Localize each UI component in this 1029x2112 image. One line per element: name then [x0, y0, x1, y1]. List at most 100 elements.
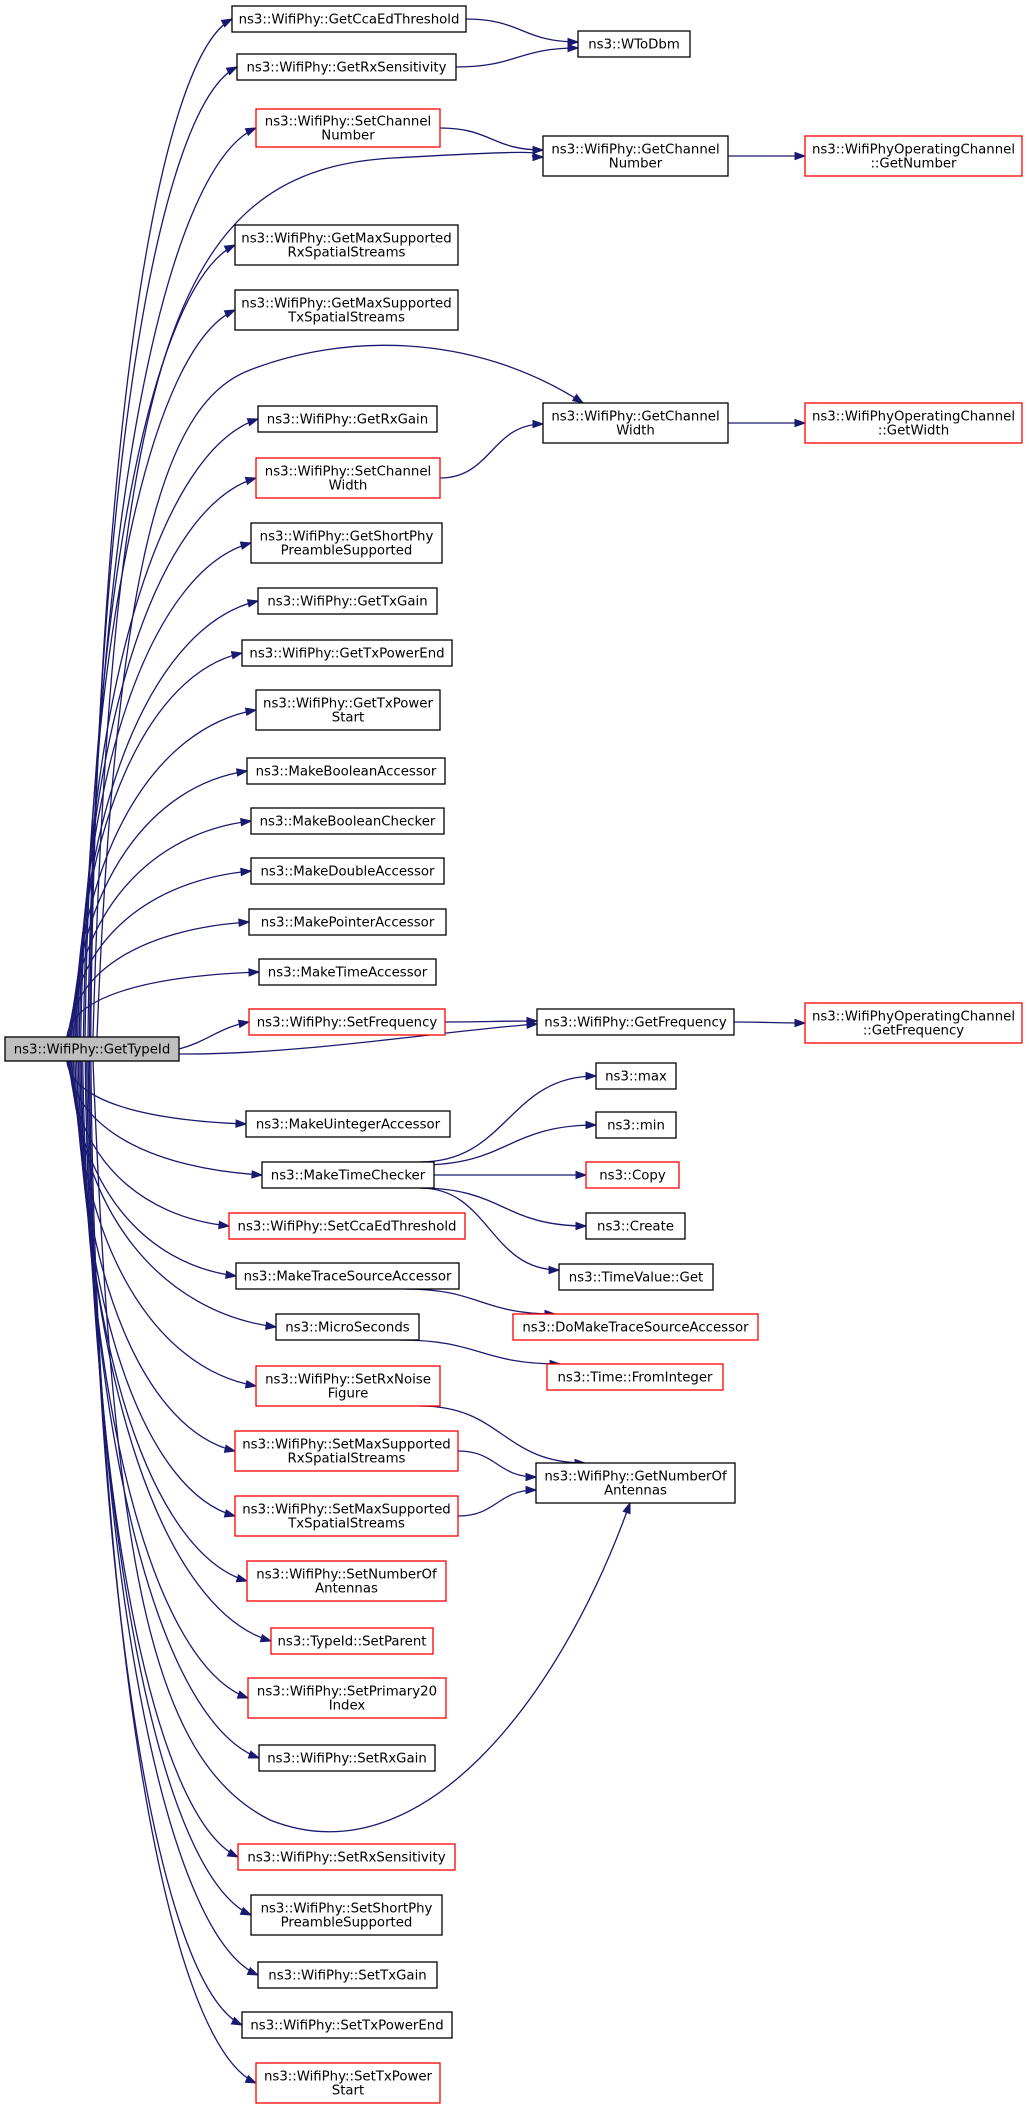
node-label: ns3::WifiPhy::GetRxGain: [267, 413, 428, 428]
node-w-to-dbm[interactable]: ns3::WToDbm: [577, 30, 691, 58]
call-nodes: ns3::WifiPhy::GetTypeIdns3::WifiPhy::Get…: [4, 5, 1023, 2104]
node-get-tx-power-end[interactable]: ns3::WifiPhy::GetTxPowerEnd: [241, 639, 453, 667]
node-create[interactable]: ns3::Create: [585, 1212, 686, 1240]
node-set-frequency[interactable]: ns3::WifiPhy::SetFrequency: [248, 1008, 446, 1036]
node-label: ns3::WifiPhy::GetCcaEdThreshold: [239, 13, 460, 28]
edge-root-to-make-double-accessor: [68, 867, 253, 1038]
node-label: ns3::MakeTimeChecker: [271, 1169, 426, 1184]
edge-line: [96, 344, 584, 1038]
edge-line: [66, 971, 260, 1038]
node-type-id-set-parent[interactable]: ns3::TypeId::SetParent: [270, 1627, 434, 1655]
edge-root-to-get-tx-power-end: [74, 650, 244, 1038]
node-label: ns3::WifiPhy::GetNumberOf: [544, 1470, 727, 1485]
node-op-channel-get-number[interactable]: ns3::WifiPhyOperatingChannel::GetNumber: [804, 135, 1023, 177]
edge-line: [465, 18, 579, 43]
edge-line: [455, 47, 579, 68]
node-label: ns3::MicroSeconds: [285, 1321, 409, 1336]
node-make-time-accessor[interactable]: ns3::MakeTimeAccessor: [258, 958, 437, 986]
node-get-tx-gain[interactable]: ns3::WifiPhy::GetTxGain: [257, 587, 438, 615]
edge-root-to-set-short-preamble: [86, 1060, 253, 1916]
node-set-max-rx-streams[interactable]: ns3::WifiPhy::SetMaxSupportedRxSpatialSt…: [234, 1430, 459, 1472]
edge-root-to-set-tx-gain: [87, 1060, 260, 1976]
node-label: ns3::min: [607, 1119, 665, 1134]
node-time-from-integer[interactable]: ns3::Time::FromInteger: [546, 1363, 724, 1391]
edge-arrowhead: [236, 1690, 250, 1699]
node-micro-seconds[interactable]: ns3::MicroSeconds: [275, 1313, 420, 1341]
node-label: PreambleSupported: [281, 544, 413, 559]
edge-line: [88, 66, 238, 1038]
node-label: ns3::WifiPhy::SetMaxSupported: [242, 1438, 451, 1453]
node-get-max-rx-streams[interactable]: ns3::WifiPhy::GetMaxSupportedRxSpatialSt…: [234, 224, 459, 266]
node-make-double-accessor[interactable]: ns3::MakeDoubleAccessor: [250, 857, 445, 885]
node-set-rx-sensitivity[interactable]: ns3::WifiPhy::SetRxSensitivity: [237, 1843, 456, 1871]
node-time-value-get[interactable]: ns3::TimeValue::Get: [558, 1263, 714, 1291]
edge-line: [90, 18, 233, 1038]
node-box: [245, 1110, 451, 1138]
edge-rxsens-to-wtodbm: [455, 43, 580, 68]
node-box: [258, 958, 437, 986]
node-set-tx-gain[interactable]: ns3::WifiPhy::SetTxGain: [257, 1961, 438, 1989]
edge-line: [79, 1060, 272, 1642]
node-make-trace-source-accessor[interactable]: ns3::MakeTraceSourceAccessor: [235, 1262, 460, 1290]
node-label: ns3::Copy: [599, 1169, 666, 1184]
node-get-frequency[interactable]: ns3::WifiPhy::GetFrequency: [536, 1008, 735, 1036]
node-box: [228, 1212, 466, 1240]
edge-arrowhead: [240, 867, 253, 877]
edge-root-to-make-pointer-accessor: [67, 918, 251, 1038]
edge-timechecker-to-timevalueget: [419, 1187, 561, 1275]
node-box: [804, 135, 1023, 177]
node-box: [255, 457, 441, 499]
node-get-short-preamble[interactable]: ns3::WifiPhy::GetShortPhyPreambleSupport…: [250, 522, 443, 564]
node-make-uinteger-accessor[interactable]: ns3::MakeUintegerAccessor: [245, 1110, 451, 1138]
edge-arrowhead: [575, 1170, 588, 1180]
node-label: ns3::MakeBooleanChecker: [260, 815, 436, 830]
edge-root-to-get-number-of-antennas: [92, 1060, 631, 1833]
node-op-channel-get-width[interactable]: ns3::WifiPhyOperatingChannel::GetWidth: [804, 402, 1023, 444]
node-label: ns3::MakeDoubleAccessor: [260, 865, 435, 880]
edge-arrowhead: [223, 1509, 237, 1518]
node-make-time-checker[interactable]: ns3::MakeTimeChecker: [261, 1161, 435, 1189]
node-do-make-trace-source-accessor[interactable]: ns3::DoMakeTraceSourceAccessor: [512, 1313, 759, 1341]
node-copy[interactable]: ns3::Copy: [585, 1161, 680, 1189]
node-op-channel-get-frequency[interactable]: ns3::WifiPhyOperatingChannel::GetFrequen…: [804, 1002, 1023, 1044]
node-min[interactable]: ns3::min: [595, 1111, 677, 1139]
node-label: ns3::WifiPhy::SetRxSensitivity: [247, 1851, 445, 1866]
node-make-pointer-accessor[interactable]: ns3::MakePointerAccessor: [248, 908, 447, 936]
node-box: [595, 1111, 677, 1139]
edge-line: [419, 1124, 597, 1166]
node-box: [241, 639, 453, 667]
node-get-rx-sensitivity[interactable]: ns3::WifiPhy::GetRxSensitivity: [236, 53, 457, 81]
node-get-rx-gain[interactable]: ns3::WifiPhy::GetRxGain: [257, 405, 438, 433]
node-set-rx-gain[interactable]: ns3::WifiPhy::SetRxGain: [258, 1744, 436, 1772]
edge-setfreq-to-getfreq: [444, 1016, 539, 1026]
node-get-cca-ed-threshold[interactable]: ns3::WifiPhy::GetCcaEdThreshold: [231, 5, 467, 33]
node-box: [237, 1843, 456, 1871]
edge-line: [444, 1020, 538, 1023]
node-set-cca-ed-threshold[interactable]: ns3::WifiPhy::SetCcaEdThreshold: [228, 1212, 466, 1240]
node-label: ns3::WifiPhy::GetTxPower: [263, 697, 433, 712]
edge-root-to-set-tx-power-end: [88, 1060, 244, 2026]
node-box: [558, 1263, 714, 1291]
edge-arrowhead: [239, 1906, 253, 1916]
node-box: [261, 1161, 435, 1189]
node-get-max-tx-streams[interactable]: ns3::WifiPhy::GetMaxSupportedTxSpatialSt…: [234, 289, 459, 331]
edge-line: [404, 1288, 556, 1315]
node-max[interactable]: ns3::max: [595, 1062, 677, 1090]
edge-root-to-set-max-rx-streams: [74, 1060, 237, 1453]
node-make-boolean-checker[interactable]: ns3::MakeBooleanChecker: [250, 807, 445, 835]
node-make-boolean-accessor[interactable]: ns3::MakeBooleanAccessor: [246, 757, 446, 785]
node-set-tx-power-end[interactable]: ns3::WifiPhy::SetTxPowerEnd: [241, 2011, 453, 2039]
node-set-short-preamble[interactable]: ns3::WifiPhy::SetShortPhyPreambleSupport…: [250, 1894, 443, 1936]
edge-arrowhead: [247, 1750, 261, 1759]
node-set-max-tx-streams[interactable]: ns3::WifiPhy::SetMaxSupportedTxSpatialSt…: [234, 1495, 459, 1537]
